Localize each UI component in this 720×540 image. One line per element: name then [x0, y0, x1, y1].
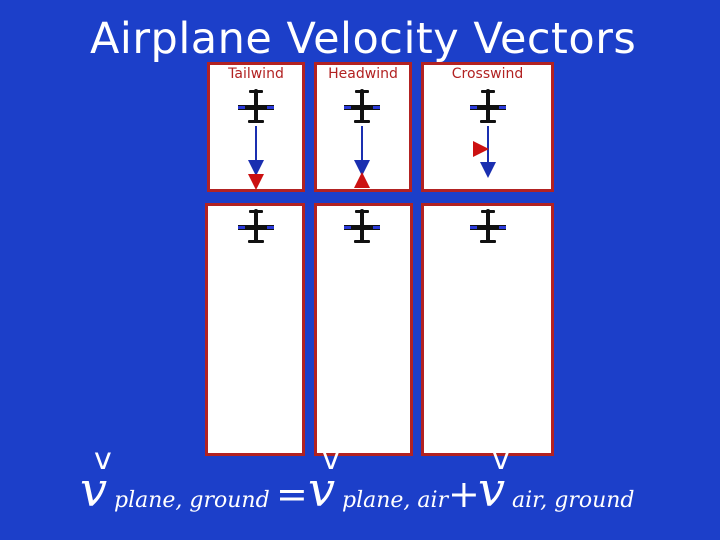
v-symbol: v — [308, 462, 335, 518]
lhs-subscript: plane, ground — [114, 488, 270, 513]
v-symbol: v — [478, 462, 505, 518]
plane-air-subscript: plane, air — [342, 488, 448, 513]
plus-sign: + — [448, 472, 480, 516]
air-ground-subscript: air, ground — [512, 488, 635, 513]
equals-sign: = — [276, 472, 308, 516]
v-symbol: v — [80, 462, 107, 518]
velocity-equation: v v plane, ground = v v plane, air + v v… — [80, 440, 680, 530]
